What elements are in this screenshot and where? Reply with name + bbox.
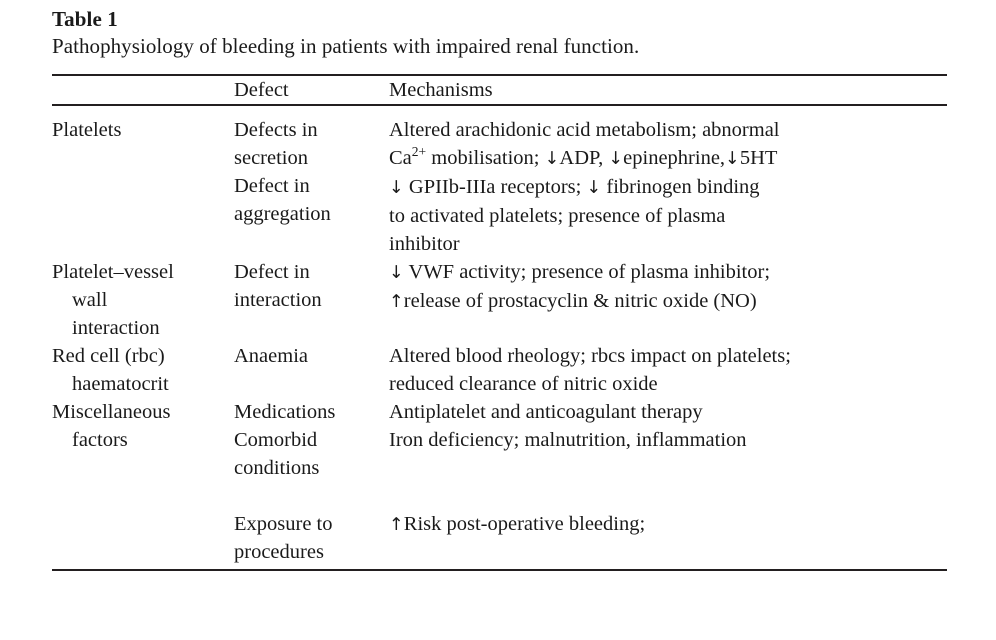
table-number: Table 1 [52, 7, 118, 31]
cell-category: Red cell (rbc)haematocrit [52, 345, 169, 395]
table-header-rule [52, 104, 947, 106]
column-header-category [52, 76, 234, 104]
cell-mechanisms: Altered blood rheology; rbcs impact on p… [389, 345, 791, 395]
table-header-row: Defect Mechanisms [52, 76, 947, 104]
cell-category: Platelets [52, 119, 122, 141]
column-header-defect: Defect [234, 79, 289, 101]
cell-defect: Anaemia [234, 345, 308, 367]
table-caption: Pathophysiology of bleeding in patients … [52, 34, 640, 58]
cell-mechanisms: ↓ VWF activity; presence of plasma inhib… [389, 261, 771, 312]
table-bottom-rule [52, 569, 947, 571]
caption-block: Table 1 Pathophysiology of bleeding in p… [52, 6, 952, 60]
table-top-rule [52, 74, 947, 76]
column-header-mechanisms: Mechanisms [389, 79, 493, 101]
cell-mechanisms: Altered arachidonic acid metabolism; abn… [389, 119, 780, 255]
table-row: Red cell (rbc)haematocrit Anaemia Altered … [52, 342, 947, 398]
table-grid: Defect Mechanisms [52, 76, 947, 104]
